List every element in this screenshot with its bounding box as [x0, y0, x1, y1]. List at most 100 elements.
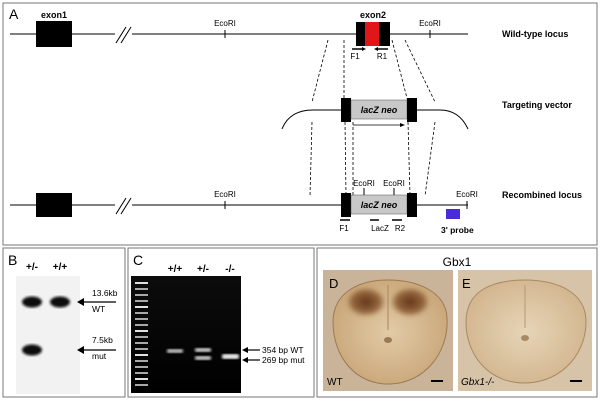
rec-ecori-label-4: EcoRI [456, 190, 478, 199]
blot-band2-label: mut [92, 351, 107, 361]
scale-bar-e [570, 380, 582, 382]
r2-label: R2 [395, 224, 406, 233]
panel-b-lane2-label: +/+ [53, 262, 68, 273]
wildtype-locus-label: Wild-type locus [502, 29, 568, 39]
panel-e-genotype: Gbx1-/- [461, 377, 495, 388]
dash-line-8 [407, 121, 411, 197]
dash-line-3 [391, 39, 409, 103]
recombined-locus: EcoRI lacZ neo EcoRI EcoRI EcoRI F1 LacZ… [10, 179, 582, 235]
rec-exon1-box [36, 193, 72, 217]
wt-break-mark-2 [120, 26, 132, 44]
blot-arrow-mut-head [77, 346, 84, 354]
dash-line-4 [404, 39, 436, 103]
gel-band2-label: 269 bp mut [262, 355, 305, 365]
ladder-band [135, 366, 148, 368]
rec-ecori-label-3: EcoRI [383, 179, 405, 188]
panel-d-letter: D [329, 276, 338, 291]
dash-line-6 [344, 121, 347, 197]
ladder-band [135, 336, 148, 338]
panel-e-letter: E [462, 276, 471, 291]
exon1-label: exon1 [41, 10, 67, 20]
panel-c: C +/+ +/- -/- 354 bp WT 269 bp mut [127, 247, 315, 398]
blot-arrow-wt-head [77, 298, 84, 306]
ladder-band [135, 384, 148, 386]
ladder-band [135, 360, 148, 362]
blot-band1-label: WT [92, 304, 105, 314]
panel-b-letter: B [8, 252, 17, 268]
gel-band1-label: 354 bp WT [262, 345, 304, 355]
dorsal-horn-stain-right [390, 287, 430, 317]
wt-ecori-label-1: EcoRI [214, 19, 236, 28]
rec-break-mark-1 [115, 197, 127, 215]
gbx1-title: Gbx1 [443, 255, 472, 269]
r1-label: R1 [377, 52, 388, 61]
wildtype-locus: exon1 EcoRI exon2 EcoRI F1 R1 Wild-type … [10, 10, 568, 61]
panel-c-lane3-label: -/- [225, 264, 234, 275]
wt-break-mark-1 [115, 26, 127, 44]
gel-arrow-wt-head [242, 347, 248, 353]
rec-break-mark-2 [120, 197, 132, 215]
panel-b: B +/- +/+ 13.6kb WT 7.5kb mut [2, 247, 126, 398]
ladder-band [135, 312, 148, 314]
probe-label: 3' probe [441, 225, 474, 235]
dash-line-1 [311, 39, 329, 103]
f1-primer-arrow [362, 47, 366, 51]
ladder-band [135, 288, 148, 290]
scale-bar-d [431, 380, 443, 382]
southern-blot [16, 276, 80, 394]
central-canal-ko [521, 335, 529, 341]
rec-ecori-label-2: EcoRI [353, 179, 375, 188]
probe-box [446, 209, 460, 219]
wt-exon1-box [36, 21, 72, 47]
wt-exon2-core [365, 22, 379, 46]
gel-band-het-wt [195, 348, 211, 352]
lacz-primer-label: LacZ [371, 224, 389, 233]
targeting-vector-label: Targeting vector [502, 100, 572, 110]
pcr-gel [131, 276, 241, 393]
ladder-band [135, 330, 148, 332]
panel-a-letter: A [9, 6, 19, 22]
rec-cassette-label: lacZ neo [361, 200, 398, 210]
blot-band2-size: 7.5kb [92, 335, 113, 345]
recombined-locus-label: Recombined locus [502, 190, 582, 200]
ladder-band [135, 306, 148, 308]
vector-cassette-label: lacZ neo [361, 105, 398, 115]
vector-arm-right [439, 109, 469, 130]
ladder-band [135, 282, 148, 284]
dna-ladder [135, 282, 148, 386]
panel-de: Gbx1 D WT E Gbx1-/- [316, 247, 598, 398]
dash-line-9 [424, 121, 436, 197]
rec-ecori-label-1: EcoRI [214, 190, 236, 199]
gel-band-het-mut [195, 356, 211, 360]
r1-primer-arrow [374, 47, 378, 51]
ladder-band [135, 348, 148, 350]
rec-flank-right [407, 193, 417, 217]
blot-band-het-wt [22, 296, 42, 308]
wt-ecori-label-2: EcoRI [419, 19, 441, 28]
ladder-band [135, 318, 148, 320]
ladder-band [135, 354, 148, 356]
vector-flank-right [407, 98, 417, 122]
ladder-band [135, 378, 148, 380]
panel-a-frame [2, 2, 598, 246]
homology-lines [309, 39, 436, 197]
rec-flank-left [341, 193, 351, 217]
panel-d-genotype: WT [327, 377, 343, 388]
ladder-band [135, 342, 148, 344]
vector-orientation-arrow [400, 123, 405, 127]
vector-arm-left [281, 109, 314, 130]
spinal-cord-section-ko [465, 279, 587, 384]
panel-c-lane2-label: +/- [197, 264, 209, 275]
ladder-band [135, 294, 148, 296]
gel-band-ko-mut [222, 354, 239, 359]
panel-e-image: E Gbx1-/- [458, 270, 592, 391]
f1-label-rec: F1 [339, 224, 349, 233]
blot-band-wt-wt [50, 296, 70, 308]
panel-c-lane1-label: +/+ [168, 264, 183, 275]
dash-line-5 [309, 121, 313, 197]
gel-arrow-mut-head [242, 357, 248, 363]
blot-band1-size: 13.6kb [92, 288, 118, 298]
exon2-label: exon2 [360, 10, 386, 20]
central-canal-wt [384, 337, 392, 343]
